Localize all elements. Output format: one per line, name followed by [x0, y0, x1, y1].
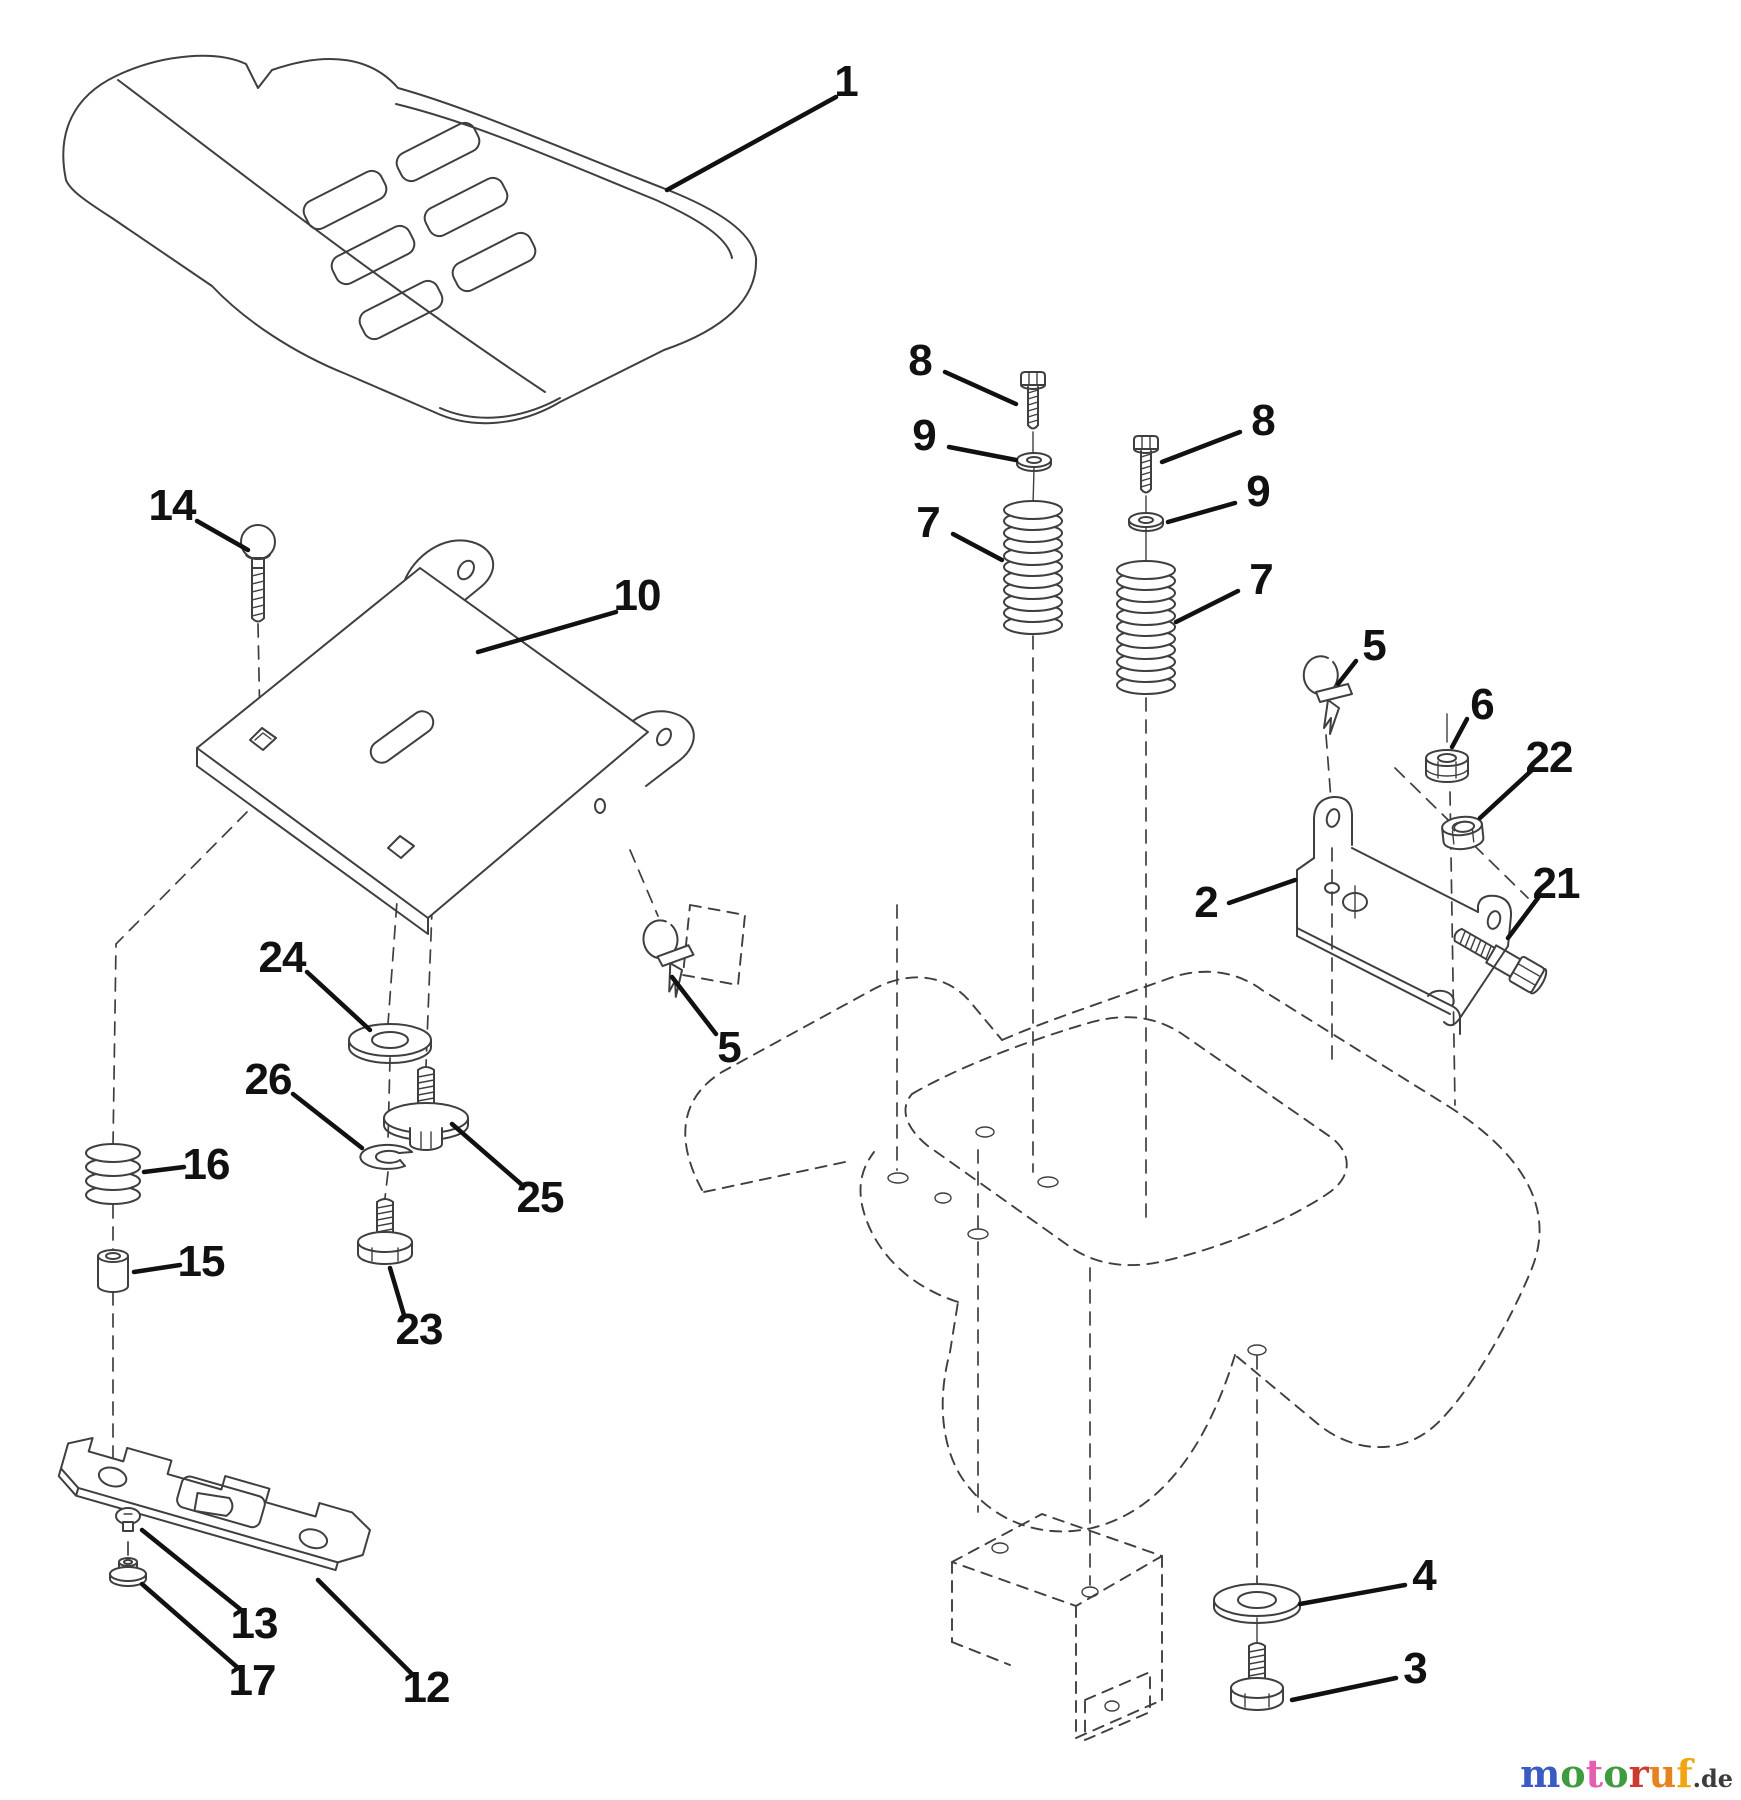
callout-label-adjustment-plate: 12: [402, 1663, 451, 1712]
leader-line-flat-washer: [304, 969, 373, 1033]
lock-washer-part: [359, 1143, 413, 1170]
spring-washer-right-part: [1128, 512, 1164, 532]
fender-washer-part: [1213, 1583, 1301, 1624]
leader-line-seat-plate: [475, 609, 619, 655]
watermark-letter-1: o: [1560, 1751, 1586, 1796]
leader-line-retainer-clip-upper: [1335, 658, 1359, 687]
leader-line-spring-bolt-right: [1159, 429, 1243, 465]
watermark-letter-4: r: [1628, 1751, 1649, 1796]
leader-line-shoulder-screw: [139, 1527, 243, 1612]
leader-line-suspension-spring-right: [1173, 588, 1241, 625]
callout-label-spring-washer-left: 9: [912, 411, 937, 460]
leader-line-hex-bolt: [387, 1265, 407, 1318]
shoulder-screw-part: [115, 1507, 141, 1532]
carriage-bolt-part: [240, 524, 276, 623]
callout-leaders: [131, 94, 1541, 1703]
callout-label-retainer-clip-upper: 5: [1362, 621, 1387, 670]
adjustment-plate-part: [57, 1436, 371, 1572]
leader-line-spacer-bushing: [131, 1262, 183, 1275]
callout-label-spring-washer-right: 9: [1246, 467, 1271, 516]
callout-label-flat-washer: 24: [258, 933, 307, 982]
seat-plate-part: [196, 539, 695, 935]
leader-line-lock-nut: [1449, 716, 1470, 750]
callout-label-compression-spring: 16: [182, 1140, 231, 1189]
leader-line-fender-bolt: [1289, 1675, 1399, 1703]
callout-label-suspension-spring-right: 7: [1249, 555, 1274, 604]
watermark-letter-6: f: [1676, 1751, 1693, 1796]
retainer-clip-upper-part: [1302, 655, 1353, 735]
callout-label-carriage-bolt: 14: [148, 481, 197, 530]
callout-label-suspension-spring-left: 7: [916, 498, 941, 547]
retainer-clip-lower-part: [642, 904, 746, 998]
leader-line-suspension-spring-left: [950, 531, 1005, 563]
callout-label-seat-bracket: 2: [1194, 878, 1219, 927]
callout-label-shoulder-screw: 13: [230, 1599, 279, 1648]
fender-bolt-part: [1230, 1642, 1284, 1711]
callout-label-retainer-clip-lower: 5: [717, 1023, 742, 1072]
seat-part: [62, 54, 758, 425]
hex-nut-part: [1441, 815, 1485, 851]
fender-phantom-outline: [684, 970, 1541, 1533]
watermark-suffix: .de: [1692, 1764, 1733, 1793]
leader-line-spring-washer-right: [1165, 500, 1238, 525]
projection-lines: [112, 431, 1529, 1643]
seat-bracket-part: [1296, 795, 1513, 1035]
leader-line-seat-bracket: [1226, 877, 1298, 906]
flat-washer-part: [348, 1023, 432, 1064]
leader-line-shoulder-bolt: [1505, 895, 1541, 941]
leader-line-carriage-bolt: [194, 518, 251, 553]
spring-bolt-right-part: [1133, 435, 1159, 494]
callout-label-spring-bolt-right: 8: [1251, 396, 1276, 445]
spacer-bushing-part: [97, 1249, 129, 1293]
callout-label-spring-bolt-left: 8: [908, 336, 933, 385]
watermark-letter-5: u: [1648, 1751, 1677, 1796]
support-bracket-phantom: [951, 1513, 1163, 1741]
watermark-letter-3: o: [1603, 1751, 1629, 1796]
flange-bolt-part: [383, 1066, 469, 1151]
leader-line-flange-bolt: [449, 1121, 524, 1187]
suspension-spring-right-part: [1116, 560, 1176, 695]
watermark-word: motoruf: [1520, 1751, 1693, 1796]
leader-line-lock-washer: [290, 1091, 365, 1151]
leader-line-flange-nut: [139, 1581, 240, 1670]
shoulder-bolt-part: [1453, 927, 1548, 995]
callout-label-spacer-bushing: 15: [177, 1237, 226, 1286]
leader-line-fender-washer: [1297, 1582, 1408, 1607]
callout-label-seat-plate: 10: [613, 571, 662, 620]
watermark-letter-0: m: [1520, 1751, 1561, 1796]
callout-label-lock-nut: 6: [1470, 680, 1495, 729]
leader-line-compression-spring: [141, 1164, 187, 1175]
lock-nut-part: [1425, 749, 1469, 783]
suspension-spring-left-part: [1003, 500, 1063, 635]
callout-label-hex-bolt: 23: [395, 1305, 444, 1354]
callout-label-shoulder-bolt: 21: [1532, 859, 1581, 908]
leader-line-spring-bolt-left: [942, 369, 1019, 407]
compression-spring-part: [85, 1143, 141, 1205]
flange-nut-part: [109, 1557, 147, 1587]
callout-label-lock-washer: 26: [244, 1055, 293, 1104]
callout-label-fender-washer: 4: [1412, 1551, 1437, 1600]
leader-line-hex-nut: [1477, 768, 1534, 821]
leader-line-seat: [664, 94, 839, 193]
callout-label-seat: 1: [834, 57, 859, 106]
callout-label-hex-nut: 22: [1525, 733, 1574, 782]
hex-bolt-part: [357, 1198, 413, 1265]
callout-label-flange-nut: 17: [228, 1656, 277, 1705]
callout-label-flange-bolt: 25: [516, 1173, 565, 1222]
leader-line-spring-washer-left: [946, 444, 1019, 463]
leader-line-adjustment-plate: [315, 1577, 414, 1676]
watermark-logo: motoruf.de: [1520, 1751, 1733, 1796]
spring-bolt-left-part: [1020, 371, 1046, 430]
callout-label-fender-bolt: 3: [1403, 1644, 1428, 1693]
watermark-letter-2: t: [1585, 1751, 1604, 1796]
leader-line-retainer-clip-lower: [669, 974, 719, 1037]
